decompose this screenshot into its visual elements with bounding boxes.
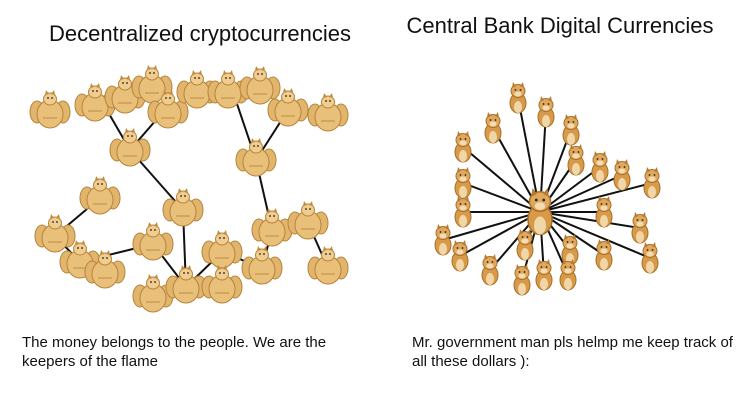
buff-doge-node — [235, 137, 277, 177]
cheems-node — [562, 113, 580, 146]
buff-doge-node — [241, 245, 283, 285]
cheems-node — [537, 95, 555, 128]
hub-spoke — [539, 211, 651, 259]
cheems-node — [591, 150, 609, 183]
cheems-node — [641, 241, 659, 274]
cheems-node — [484, 111, 502, 144]
cheems-node — [595, 238, 613, 271]
cheems-node — [454, 130, 472, 163]
buff-doge-node — [307, 92, 349, 132]
buff-doge-node — [165, 264, 207, 304]
cheems-node — [454, 166, 472, 199]
buff-doge-node — [239, 65, 281, 105]
cheems-node — [454, 195, 472, 228]
cheems-node — [516, 228, 534, 261]
buff-doge-node — [132, 221, 174, 261]
buff-doge-node — [79, 175, 121, 215]
left-title: Decentralized cryptocurrencies — [48, 21, 352, 46]
cheems-node — [595, 195, 613, 228]
cheems-node — [535, 258, 553, 291]
right-title: Central Bank Digital Currencies — [406, 13, 714, 38]
central-bank-hub-node — [527, 187, 553, 236]
hub-spoke — [459, 211, 541, 257]
hub-spoke — [539, 211, 641, 229]
cheems-node — [567, 143, 585, 176]
cheems-node — [643, 166, 661, 199]
cheems-node — [434, 223, 452, 256]
buff-doge-node — [287, 200, 329, 240]
buff-doge-node — [34, 213, 76, 253]
hub-spoke — [442, 211, 541, 241]
hub-spoke — [462, 146, 541, 213]
right-caption: Mr. government man pls helmp me keep tra… — [412, 334, 733, 370]
cheems-node — [631, 211, 649, 244]
hub-spoke — [462, 182, 541, 213]
buff-doge-node — [29, 89, 71, 129]
cheems-node — [481, 253, 499, 286]
cheems-node — [559, 258, 577, 291]
decentralized-network-nodes — [29, 64, 349, 313]
left-caption: The money belongs to the people. We are … — [22, 334, 327, 370]
cheems-node — [561, 233, 579, 266]
buff-doge-node — [201, 229, 243, 269]
buff-doge-node — [251, 207, 293, 247]
buff-doge-node — [307, 245, 349, 285]
cheems-node — [509, 81, 527, 114]
cheems-node — [451, 239, 469, 272]
buff-doge-node — [201, 264, 243, 304]
hub-spoke — [539, 182, 653, 213]
cheems-node — [613, 158, 631, 191]
cheems-node — [513, 263, 531, 296]
hub-spoke — [539, 174, 623, 213]
